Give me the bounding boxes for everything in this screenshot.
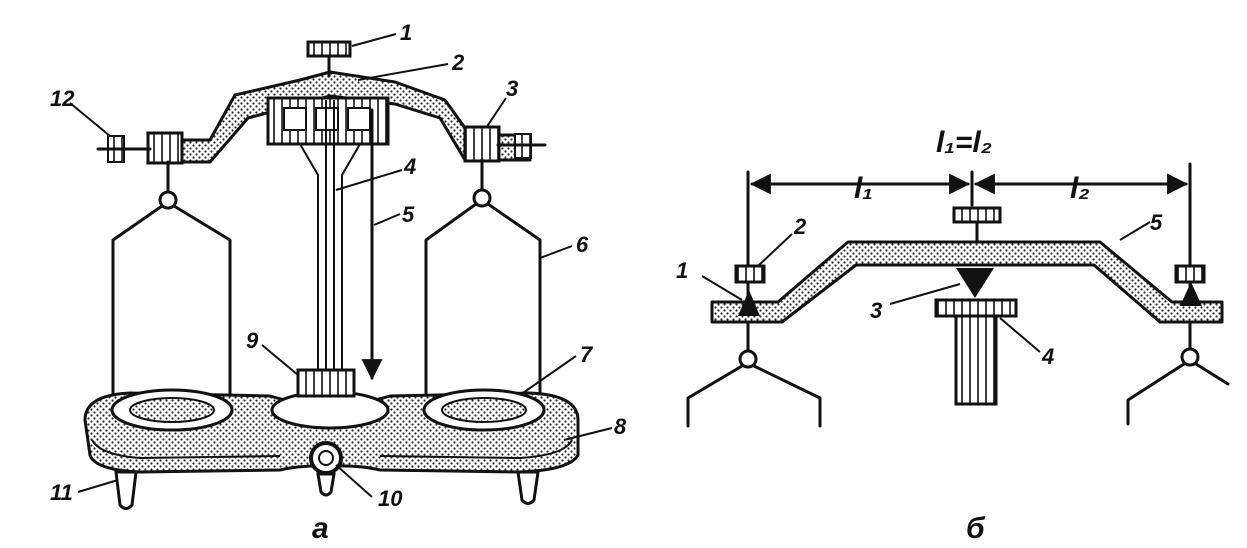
beam-b [710,240,1224,324]
label-a-3: 3 [506,76,518,101]
caption-b: б [966,512,986,545]
hanger-b-right [1126,362,1230,426]
caption-a: а [312,512,329,545]
label-b-3: 3 [870,298,882,323]
top-knob-1 [306,40,352,58]
label-b-5: 5 [1150,210,1163,235]
dim-label-l2: l₂ [1070,172,1090,205]
adjuster-left [146,131,184,165]
figure-b: l₁=l₂ l₁ l₂ 1 2 [676,126,1230,545]
beam-a [148,70,532,164]
label-a-10: 10 [378,486,403,511]
formula: l₁=l₂ [936,126,992,159]
label-a-12: 12 [50,86,75,111]
support-column [954,314,998,406]
label-a-1: 1 [400,20,412,45]
column-4 [299,143,361,372]
label-a-8: 8 [614,414,627,439]
label-a-6: 6 [576,232,589,257]
label-b-4: 4 [1041,344,1054,369]
hanger-right [424,202,542,402]
weight-right [1174,264,1206,284]
foot-right [516,470,540,505]
leaders-b [701,221,1151,353]
label-a-4: 4 [403,154,416,179]
label-a-11: 11 [50,480,73,505]
label-a-9: 9 [246,328,259,353]
weight-left [734,264,766,284]
dim-label-l1: l₁ [854,172,873,205]
label-b-2: 2 [793,214,807,239]
central-prism [956,268,994,298]
adjuster-right [463,125,501,163]
hanger-b-left [686,364,822,428]
label-b-1: 1 [676,258,688,283]
top-knob-b [952,206,1002,224]
support-block [934,298,1018,318]
label-a-2: 2 [451,50,465,75]
foot-left [114,470,138,510]
leaders-a [69,33,613,498]
figure-a: 1 2 3 4 5 6 7 8 9 10 11 12 а [50,20,627,545]
label-a-7: 7 [580,342,594,367]
hanger-left [111,204,232,402]
label-a-5: 5 [402,202,415,227]
